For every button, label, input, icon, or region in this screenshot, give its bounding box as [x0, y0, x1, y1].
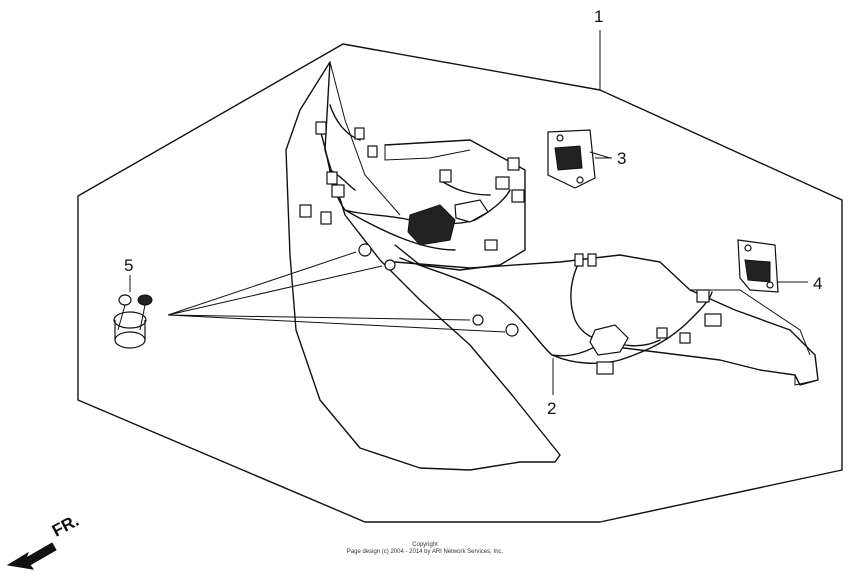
connector-10 — [507, 157, 520, 171]
callout-5: 5 — [124, 256, 133, 275]
callout-4: 4 — [813, 274, 822, 293]
grommet-2 — [384, 259, 396, 271]
connector-3 — [367, 145, 378, 158]
connector-8 — [439, 169, 452, 183]
diagram-frame — [77, 43, 843, 523]
connector-18 — [656, 327, 668, 339]
connector-2 — [354, 127, 365, 140]
grommet-4 — [505, 323, 519, 337]
floor-tray-edge — [384, 145, 471, 161]
connector-17 — [596, 361, 614, 375]
harness-branch — [329, 104, 661, 347]
side-rail-edge — [690, 289, 819, 386]
front-direction-indicator: FR. — [6, 511, 82, 570]
floor-tray — [384, 139, 526, 271]
part-3-bracket — [547, 129, 611, 189]
leader-lines-5 — [167, 251, 506, 333]
connector-19 — [679, 332, 691, 344]
connector-5 — [331, 184, 345, 198]
connector-14 — [587, 253, 597, 267]
part-4-bracket — [737, 239, 779, 293]
callout-1: 1 — [594, 7, 603, 26]
connector-13 — [574, 253, 584, 267]
connector-1 — [315, 121, 327, 135]
connector-12 — [484, 239, 498, 251]
connector-15 — [696, 289, 710, 303]
connector-4 — [326, 171, 338, 185]
part-5-grommet — [113, 294, 153, 349]
side-rail — [394, 254, 819, 386]
connector-9 — [495, 176, 510, 190]
grommet-1 — [358, 243, 372, 257]
grommet-3 — [472, 314, 484, 326]
connector-7 — [320, 211, 332, 225]
copyright-title: Copyright — [412, 542, 438, 548]
front-label: FR. — [49, 511, 82, 541]
fuse-holder — [589, 324, 629, 356]
front-arrow-icon — [6, 542, 57, 570]
connector-16 — [704, 313, 722, 327]
copyright-notice: Page design (c) 2004 - 2014 by ARI Netwo… — [346, 549, 504, 555]
junction-block — [407, 204, 456, 246]
panel-edge — [329, 61, 401, 216]
junction-plug — [454, 199, 489, 223]
connector-6 — [299, 204, 312, 218]
callout-2: 2 — [547, 399, 556, 418]
connector-11 — [511, 189, 525, 203]
callout-3: 3 — [617, 149, 626, 168]
